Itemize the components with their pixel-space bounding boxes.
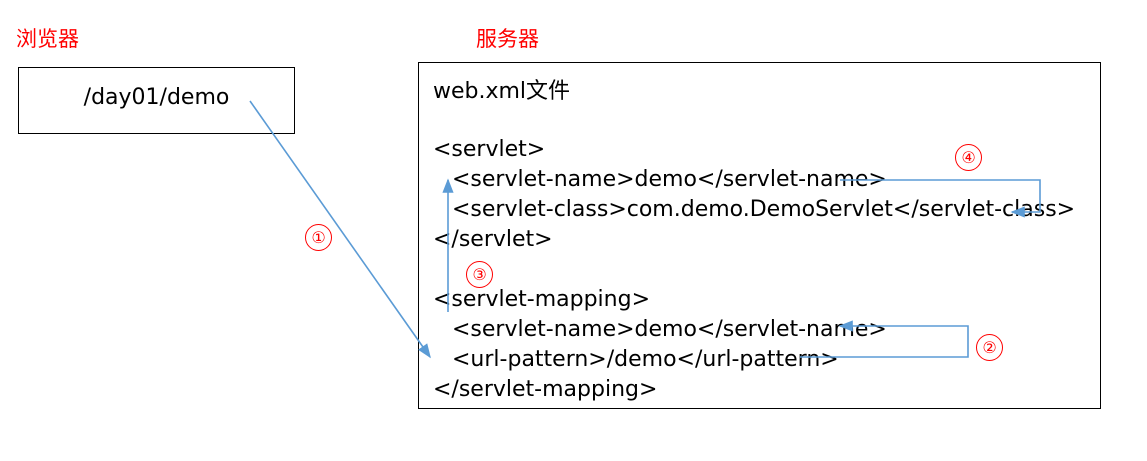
- xml-line-servlet-name-1: <servlet-name>demo</servlet-name>: [452, 167, 887, 192]
- xml-line-servlet-close: </servlet>: [433, 227, 553, 252]
- browser-url-text: /day01/demo: [83, 85, 230, 110]
- xml-line-servlet-open: <servlet>: [433, 137, 546, 162]
- xml-line-servlet-class: <servlet-class>com.demo.DemoServlet</ser…: [452, 197, 1076, 222]
- annotation-step-1: ①: [305, 224, 332, 251]
- server-section-title: 服务器: [476, 27, 539, 51]
- webxml-file-label: web.xml文件: [433, 79, 571, 104]
- annotation-step-4: ④: [955, 144, 982, 171]
- xml-line-servlet-name-2: <servlet-name>demo</servlet-name>: [452, 317, 887, 342]
- browser-box: /day01/demo: [18, 67, 295, 134]
- xml-line-url-pattern: <url-pattern>/demo</url-pattern>: [452, 347, 839, 372]
- browser-section-title: 浏览器: [16, 27, 79, 51]
- xml-line-mapping-open: <servlet-mapping>: [433, 287, 651, 312]
- annotation-step-3: ③: [466, 261, 493, 288]
- xml-line-mapping-close: </servlet-mapping>: [433, 377, 658, 402]
- annotation-step-2: ②: [976, 334, 1003, 361]
- arrow-step-1: [249, 100, 431, 359]
